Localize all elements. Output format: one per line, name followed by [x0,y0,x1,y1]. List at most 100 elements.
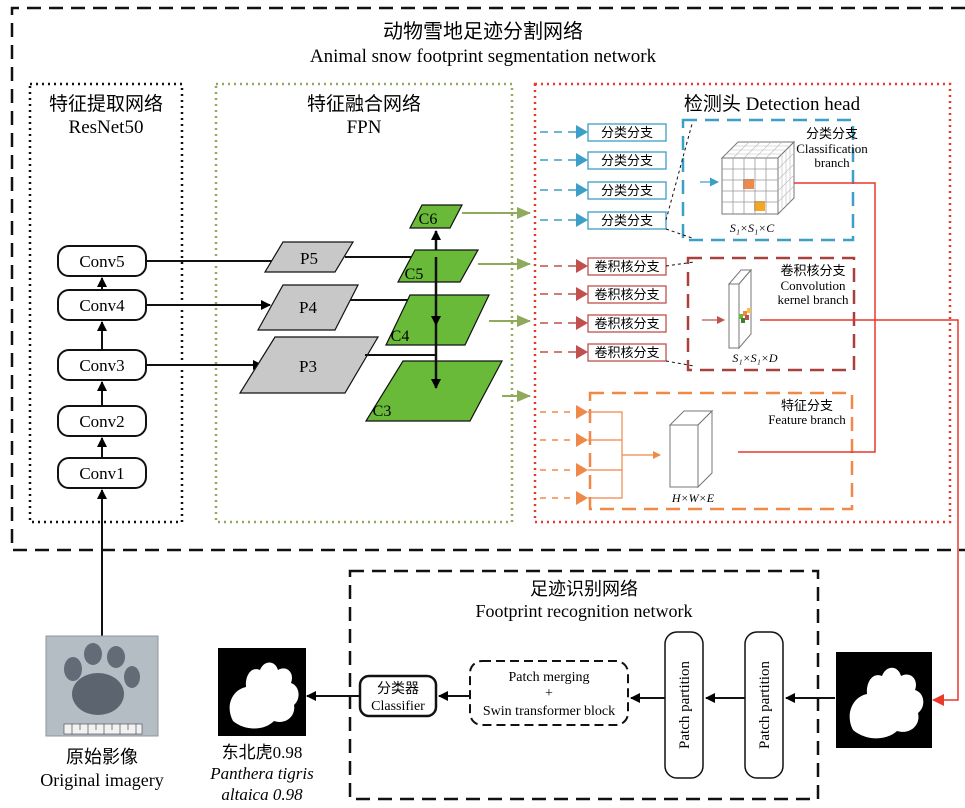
cls-title-en-2: branch [814,155,850,170]
rec-title-en: Footprint recognition network [476,601,693,621]
merge-plus-label: + [545,686,553,701]
cls-branch-label-3: 分类分支 [601,183,653,198]
fpn-title-en: FPN [347,117,382,138]
c4-label: C4 [391,328,410,345]
c4-level: C4 [385,294,490,346]
backbone-title-cn: 特征提取网络 [49,93,163,115]
kernel-title-en-1: Convolution [780,278,846,293]
p4-label: P4 [299,298,317,317]
kernel-row-3: 卷积核分支 [540,314,667,333]
p5-level: P5 [263,241,355,273]
patch-partition-block-2: Patch partition [664,631,704,779]
cls-row-4: 分类分支 [540,211,667,230]
fusion-lines [738,182,959,706]
c3-label: C3 [373,403,392,420]
cls-branch-label-4: 分类分支 [601,213,653,228]
rec-title-cn: 足迹识别网络 [530,579,638,599]
cls-branch-label-2: 分类分支 [601,153,653,168]
fpn-output-arrows [462,207,531,402]
segmentation-network-frame [10,6,965,552]
recognition-arrows [306,691,835,703]
cls-row-2: 分类分支 [540,151,667,170]
p4-level: P4 [256,284,359,331]
cls-branch-label-1: 分类分支 [601,125,653,140]
conv5-block: Conv5 [57,245,147,277]
seg-title-cn: 动物雪地足迹分割网络 [383,20,583,43]
kernel-branch-label-2: 卷积核分支 [594,287,659,302]
recognition-network-frame [348,569,820,801]
classifier-block: 分类器 Classifier [358,674,438,718]
kernel-row-2: 卷积核分支 [540,285,667,304]
classifier-en: Classifier [371,699,425,714]
cls-row-1: 分类分支 [540,123,667,142]
kernel-branch-label-1: 卷积核分支 [594,259,659,274]
kernel-branch-panel [686,256,856,372]
cls-connector-bottom [665,228,693,239]
c6-level: C6 [409,204,463,229]
feature-branch-rows [540,405,661,505]
feature-tensor [668,409,714,489]
cls-grid-tensor [720,140,796,216]
conv4-label: Conv4 [79,296,125,315]
cls-title-en-1: Classification [796,141,868,156]
kernel-row-4: 卷积核分支 [540,343,667,362]
detection-head-title: 检测头 Detection head [684,93,861,115]
patch-partition-label-1: Patch partition [757,661,773,749]
conv1-block: Conv1 [57,457,147,489]
patch-partition-block-1: Patch partition [744,631,784,779]
backbone-title-en: ResNet50 [69,117,144,138]
p5-label: P5 [300,249,318,268]
kernel-branch-label-4: 卷积核分支 [594,345,659,360]
seg-title-en: Animal snow footprint segmentation netwo… [310,46,657,67]
conv3-label: Conv3 [79,356,124,375]
c5-level: C5 [397,249,480,283]
conv2-block: Conv2 [57,405,147,437]
lateral-arrows [146,256,286,370]
p3-level: P3 [238,336,380,394]
fpn-frame [214,82,514,524]
kernel-connector-top [665,261,695,267]
patch-merging-label: Patch merging [508,670,589,685]
kernel-connector-bottom [665,360,695,367]
feature-branch-panel [588,391,854,511]
cls-branch-rows: 分类分支 分类分支 分类分支 分类分支 [540,123,667,230]
conv1-label: Conv1 [79,464,124,483]
conv5-label: Conv5 [79,252,124,271]
backbone-frame [28,82,184,524]
feat-title-cn: 特征分支 [781,398,833,413]
cls-connector-top [665,123,693,221]
swin-block: Patch merging + Swin transformer block [469,660,629,726]
c3-level: C3 [364,360,503,422]
segmented-mask-image [836,652,932,748]
result-mask-image [218,648,306,736]
kernel-title-cn: 卷积核分支 [780,263,845,278]
conv4-block: Conv4 [57,289,147,321]
cls-row-3: 分类分支 [540,181,667,200]
fpn-title-cn: 特征融合网络 [307,93,421,115]
cls-branch-panel [681,118,855,242]
p3-label: P3 [299,357,317,376]
classifier-cn: 分类器 [377,681,419,697]
feat-dims: H×W×E [671,491,715,505]
swin-label: Swin transformer block [483,704,615,719]
kernel-dims: S₁×S₁×D [732,351,778,365]
kernel-title-en-2: kernel branch [777,292,849,307]
cls-title-cn: 分类分支 [806,126,858,141]
kernel-branch-rows: 卷积核分支 卷积核分支 卷积核分支 卷积核分支 [540,257,667,362]
result-label-cn: 东北虎0.98 [222,743,303,762]
c5-label: C5 [405,266,424,283]
c6-label: C6 [419,211,438,228]
conv3-block: Conv3 [57,349,147,381]
kernel-tensor [727,268,753,350]
original-paw-image [45,635,159,737]
result-label-species: Panthera tigris [209,764,314,783]
input-label-cn: 原始影像 [66,747,138,767]
input-label-en: Original imagery [40,770,163,790]
conv2-label: Conv2 [79,412,124,431]
feat-title-en: Feature branch [768,412,846,427]
kernel-branch-label-3: 卷积核分支 [594,316,659,331]
cls-dims: S₁×S₁×C [730,221,776,235]
result-label-sub: altaica 0.98 [221,785,303,804]
patch-partition-label-2: Patch partition [677,661,693,749]
